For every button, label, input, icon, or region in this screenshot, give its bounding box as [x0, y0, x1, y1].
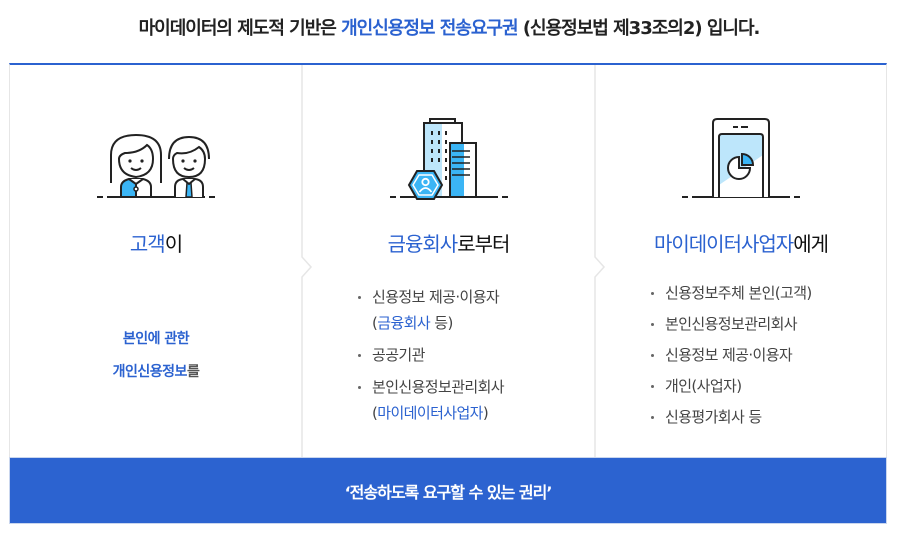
customer-desc-line1: 본인에 관한 [122, 331, 190, 347]
financial-title: 금융회사로부터 [302, 228, 595, 257]
financial-title-rest: 로부터 [457, 232, 510, 256]
customer-title: 고객이 [10, 228, 302, 257]
chevron-right-divider [594, 65, 608, 460]
mobile-chart-icon [676, 115, 806, 205]
customer-desc-line2: 개인신용정보를 [10, 356, 302, 389]
list-item: 본인신용정보관리회사 [651, 309, 812, 340]
headline-text: 마이데이터의 제도적 기반은 [138, 18, 342, 39]
mydata-recipient-list: 신용정보주체 본인(고객) 본인신용정보관리회사 신용정보 제공·이용자 개인(… [651, 278, 812, 433]
list-item-subtext: (마이데이터사업자) [372, 400, 504, 426]
customer-title-highlight: 고객 [129, 232, 166, 256]
list-item-highlight: 금융회사 [377, 314, 431, 332]
list-item: 개인(사업자) [651, 371, 812, 402]
list-item-text: 본인신용정보관리회사 [372, 378, 505, 396]
financial-source-list: 신용정보 제공·이용자 (금융회사 등) 공공기관 본인신용정보관리회사 (마이… [358, 284, 505, 432]
column-mydata: 마이데이터사업자에게 신용정보주체 본인(고객) 본인신용정보관리회사 신용정보… [595, 65, 887, 458]
list-item-subtext: (금융회사 등) [372, 310, 504, 336]
financial-title-highlight: 금융회사 [387, 232, 459, 256]
banner-text: ‘전송하도록 요구할 수 있는 권리’ [344, 482, 553, 502]
customer-title-rest: 이 [164, 232, 183, 256]
mydata-title: 마이데이터사업자에게 [595, 228, 887, 257]
flow-box: 고객이 본인에 관한 개인신용정보를 [9, 63, 887, 460]
list-item: 신용정보 제공·이용자 [651, 340, 812, 371]
customers-icon [91, 115, 221, 205]
list-item-text: 공공기관 [372, 346, 425, 364]
paren-open: ( [372, 404, 378, 422]
paren-close: 등) [430, 314, 453, 332]
financial-building-icon [384, 115, 514, 205]
column-customer: 고객이 본인에 관한 개인신용정보를 [10, 65, 302, 458]
customer-desc-highlight: 개인신용정보 [112, 364, 188, 380]
chevron-right-divider [301, 65, 315, 460]
list-item: 신용정보주체 본인(고객) [651, 278, 812, 309]
headline-highlight: 개인신용정보 전송요구권 [341, 18, 518, 39]
customer-desc-rest: 를 [186, 364, 200, 380]
page-headline: 마이데이터의 제도적 기반은 개인신용정보 전송요구권 (신용정보법 제33조의… [0, 14, 898, 44]
customer-description: 본인에 관한 개인신용정보를 [10, 323, 302, 389]
column-financial: 금융회사로부터 신용정보 제공·이용자 (금융회사 등) 공공기관 본인신용정보… [302, 65, 595, 458]
list-item: 공공기관 [358, 342, 504, 368]
mydata-title-highlight: 마이데이터사업자 [653, 232, 794, 256]
headline-text-end: (신용정보법 제33조의2) 입니다. [517, 18, 761, 39]
list-item: 신용정보 제공·이용자 (금융회사 등) [358, 284, 504, 336]
list-item: 신용평가회사 등 [651, 402, 812, 433]
list-item-highlight: 마이데이터사업자 [377, 404, 483, 422]
mydata-title-rest: 에게 [793, 232, 829, 256]
right-banner: ‘전송하도록 요구할 수 있는 권리’ [9, 457, 887, 524]
list-item: 본인신용정보관리회사 (마이데이터사업자) [358, 374, 505, 426]
paren-open: ( [372, 314, 378, 332]
list-item-text: 신용정보 제공·이용자 [372, 288, 500, 306]
paren-close: ) [482, 404, 489, 422]
